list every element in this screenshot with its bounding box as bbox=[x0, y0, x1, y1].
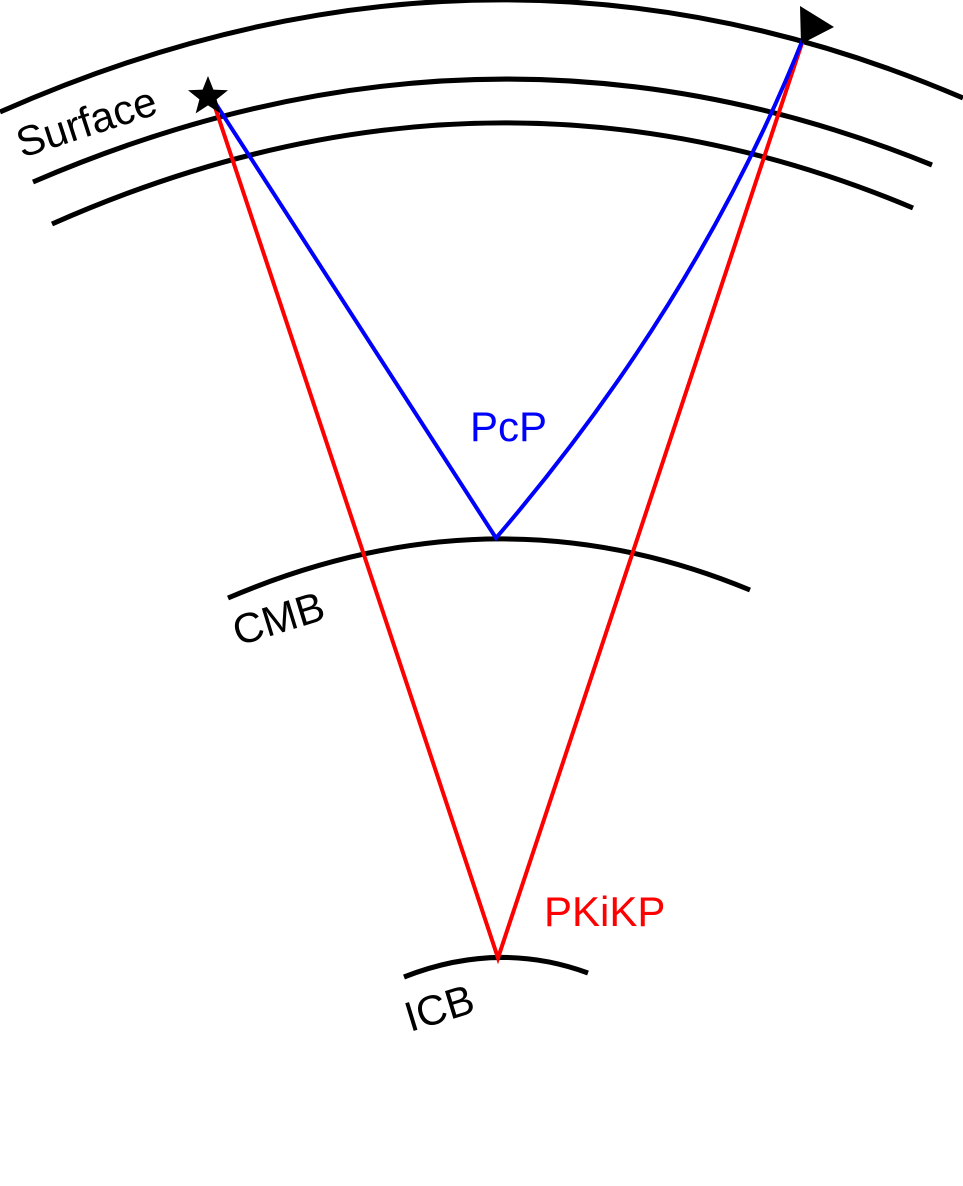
pcp-label: PcP bbox=[470, 403, 547, 450]
pkikp-ray-path bbox=[210, 33, 807, 965]
surface-label: Surface bbox=[10, 77, 162, 166]
pcp-ray-path bbox=[210, 33, 807, 542]
star-icon bbox=[188, 76, 228, 114]
surface-layers bbox=[0, 0, 963, 227]
icb-arc bbox=[403, 955, 589, 980]
triangle-icon bbox=[800, 6, 834, 44]
surface-arc-inner bbox=[50, 120, 914, 227]
surface-arc-middle bbox=[32, 76, 933, 185]
cmb-arc bbox=[227, 536, 751, 601]
surface-arc-outer bbox=[0, 0, 963, 115]
pkikp-label: PKiKP bbox=[544, 888, 665, 935]
icb-label: ICB bbox=[399, 975, 480, 1040]
